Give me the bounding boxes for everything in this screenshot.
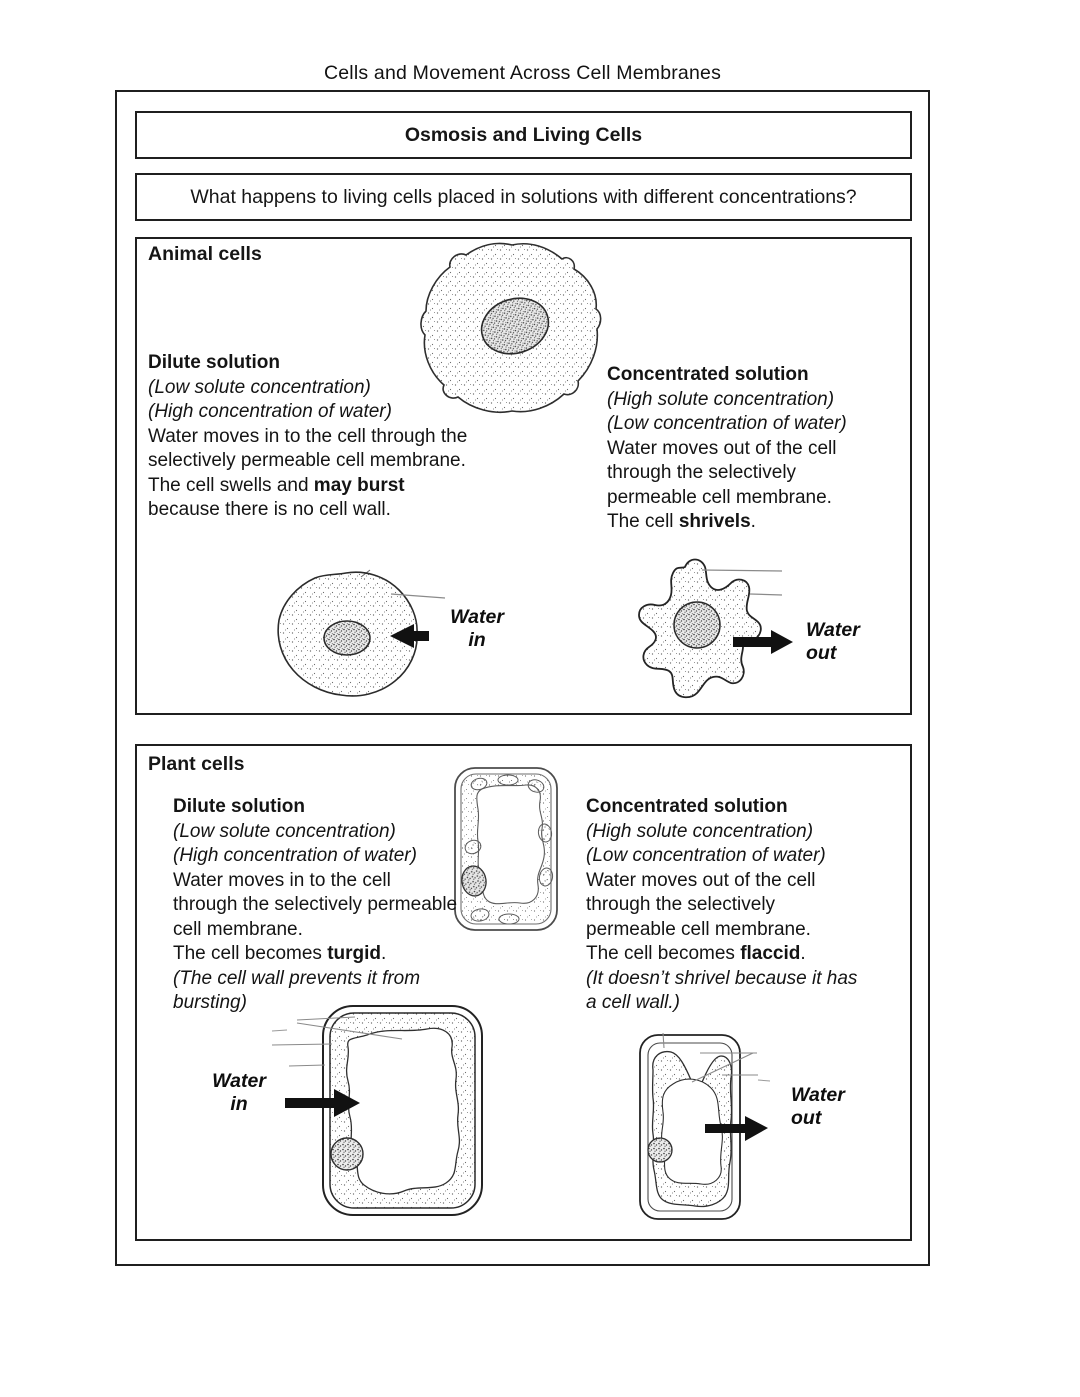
animal-concentrated-text: Concentrated solution (High solute conce… [607,363,875,535]
plant-water-out-label: Water out [791,1084,845,1129]
animal-dilute-result: The cell swells and may burst because th… [148,474,405,521]
animal-dilute-note1: (Low solute concentration) [148,376,371,398]
animal-cell-shrivelled-diagram [638,558,793,699]
page-title: Cells and Movement Across Cell Membranes [323,62,722,84]
label-line [691,1052,754,1083]
plant-dilute-text: Dilute solution (Low solute concentratio… [173,795,459,1016]
animal-conc-note1: (High solute concentration) [607,388,835,410]
plant-conc-result: The cell becomes flaccid. [586,943,806,964]
animal-conc-result: The cell shrivels. [607,511,756,532]
label-line [296,1022,403,1040]
animal-dilute-note2: (High concentration of water) [148,401,392,422]
label-line [701,569,783,572]
plant-water-in-label: Water in [212,1070,266,1115]
question-text: What happens to living cells placed in s… [190,185,857,208]
animal-dilute-body: Water moves in to the cell through the s… [148,425,468,472]
water-out-arrow-icon [705,1116,768,1141]
plant-conc-note3: (It doesn’t shrivel because it has a cel… [586,967,858,1014]
animal-cell-swollen-diagram [277,569,446,697]
label-line [288,1064,326,1067]
label-line [749,593,783,596]
animal-cells-heading: Animal cells [148,243,262,265]
label-line [271,1043,333,1046]
plant-dilute-result: The cell becomes turgid. [173,943,387,964]
water-in-arrow-icon [285,1089,360,1117]
plant-dilute-body: Water moves in to the cell through the s… [173,869,458,940]
label-line [296,1016,356,1021]
animal-dilute-text: Dilute solution (Low solute concentratio… [148,351,480,523]
animal-water-out-label: Water out [806,619,860,664]
animal-water-in-label: Water in [450,606,504,651]
label-line [757,1079,771,1082]
plant-dilute-note3: (The cell wall prevents it from bursting… [173,967,421,1014]
animal-cell-normal-diagram [420,242,602,413]
plant-dilute-heading: Dilute solution [173,796,305,817]
animal-conc-heading: Concentrated solution [607,364,809,385]
animal-conc-body: Water moves out of the cell through the … [607,437,837,508]
plant-dilute-note1: (Low solute concentration) [173,820,396,842]
label-line [662,1032,665,1049]
plant-conc-body: Water moves out of the cell through the … [586,869,816,940]
plant-concentrated-text: Concentrated solution (High solute conce… [586,795,864,1016]
label-line [271,1029,288,1032]
plant-cell-normal-diagram [454,767,558,931]
water-in-arrow-icon [390,624,429,648]
plant-dilute-note2: (High concentration of water) [173,845,417,866]
animal-conc-note2: (Low concentration of water) [607,413,847,434]
plant-conc-note2: (Low concentration of water) [586,845,826,866]
plant-conc-note1: (High solute concentration) [586,820,814,842]
section-banner: Osmosis and Living Cells [135,111,912,159]
nucleus [647,1137,673,1163]
question-box: What happens to living cells placed in s… [135,173,912,221]
banner-title: Osmosis and Living Cells [404,123,643,146]
nucleus [461,865,487,897]
plant-cells-heading: Plant cells [148,753,245,775]
animal-dilute-heading: Dilute solution [148,352,280,373]
nucleus [330,1137,364,1171]
plant-cell-turgid-diagram [271,1005,483,1216]
plant-cell-flaccid-diagram [639,1032,771,1220]
water-out-arrow-icon [733,630,793,654]
label-line [390,593,446,599]
plant-conc-heading: Concentrated solution [586,796,788,817]
